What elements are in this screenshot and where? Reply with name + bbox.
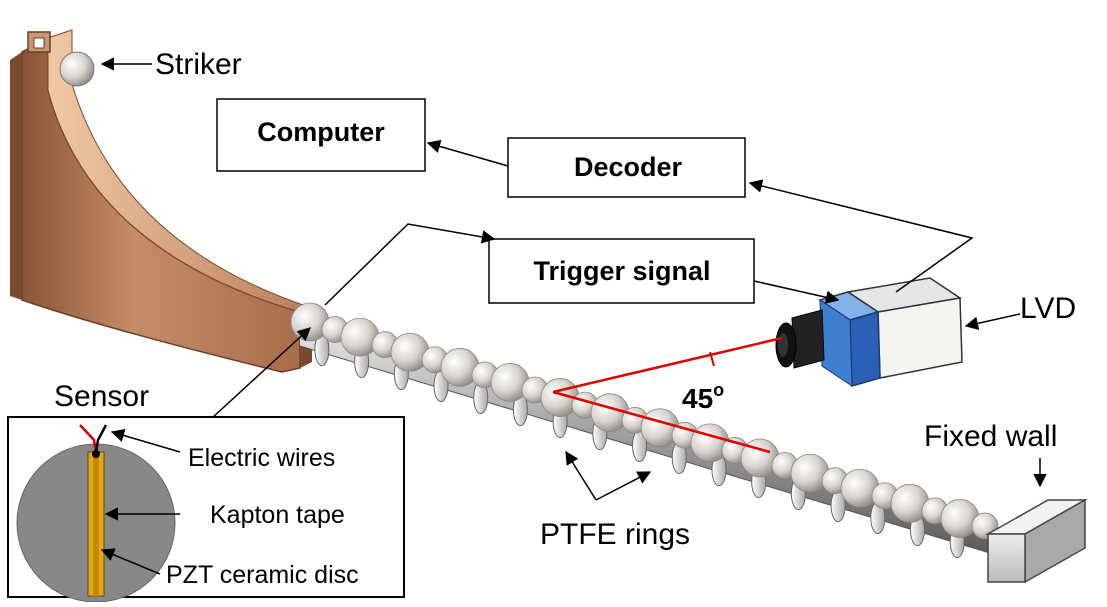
lvd-camera [775, 277, 963, 387]
decoder-label: Decoder [574, 152, 683, 182]
fixed-wall-label: Fixed wall [924, 420, 1057, 453]
lvd-label: LVD [1020, 292, 1076, 325]
black-wire [94, 424, 108, 453]
sensor-label: Sensor [54, 380, 149, 413]
ramp [10, 29, 314, 373]
ball-chain [290, 302, 999, 540]
trigger-signal-box: Trigger signal [488, 238, 755, 304]
sensor-inset: Electric wires Kapton tape PZT ceramic d… [7, 416, 405, 603]
angle-label: 45o [682, 380, 724, 414]
connection-arrows [100, 57, 1047, 501]
fixed-wall-block [985, 498, 1088, 584]
decoder-box: Decoder [507, 137, 746, 198]
pzt-disc-label: PZT ceramic disc [166, 561, 359, 589]
computer-box: Computer [216, 98, 426, 172]
striker-ball [59, 51, 95, 87]
striker-label: Striker [155, 48, 242, 81]
electric-wires-label: Electric wires [188, 444, 335, 472]
computer-label: Computer [257, 117, 385, 147]
red-wire [79, 424, 98, 453]
kapton-tape-label: Kapton tape [210, 501, 345, 529]
ptfe-rings-label: PTFE rings [540, 518, 690, 551]
trigger-signal-label: Trigger signal [533, 256, 710, 286]
laser-beam [552, 336, 783, 454]
